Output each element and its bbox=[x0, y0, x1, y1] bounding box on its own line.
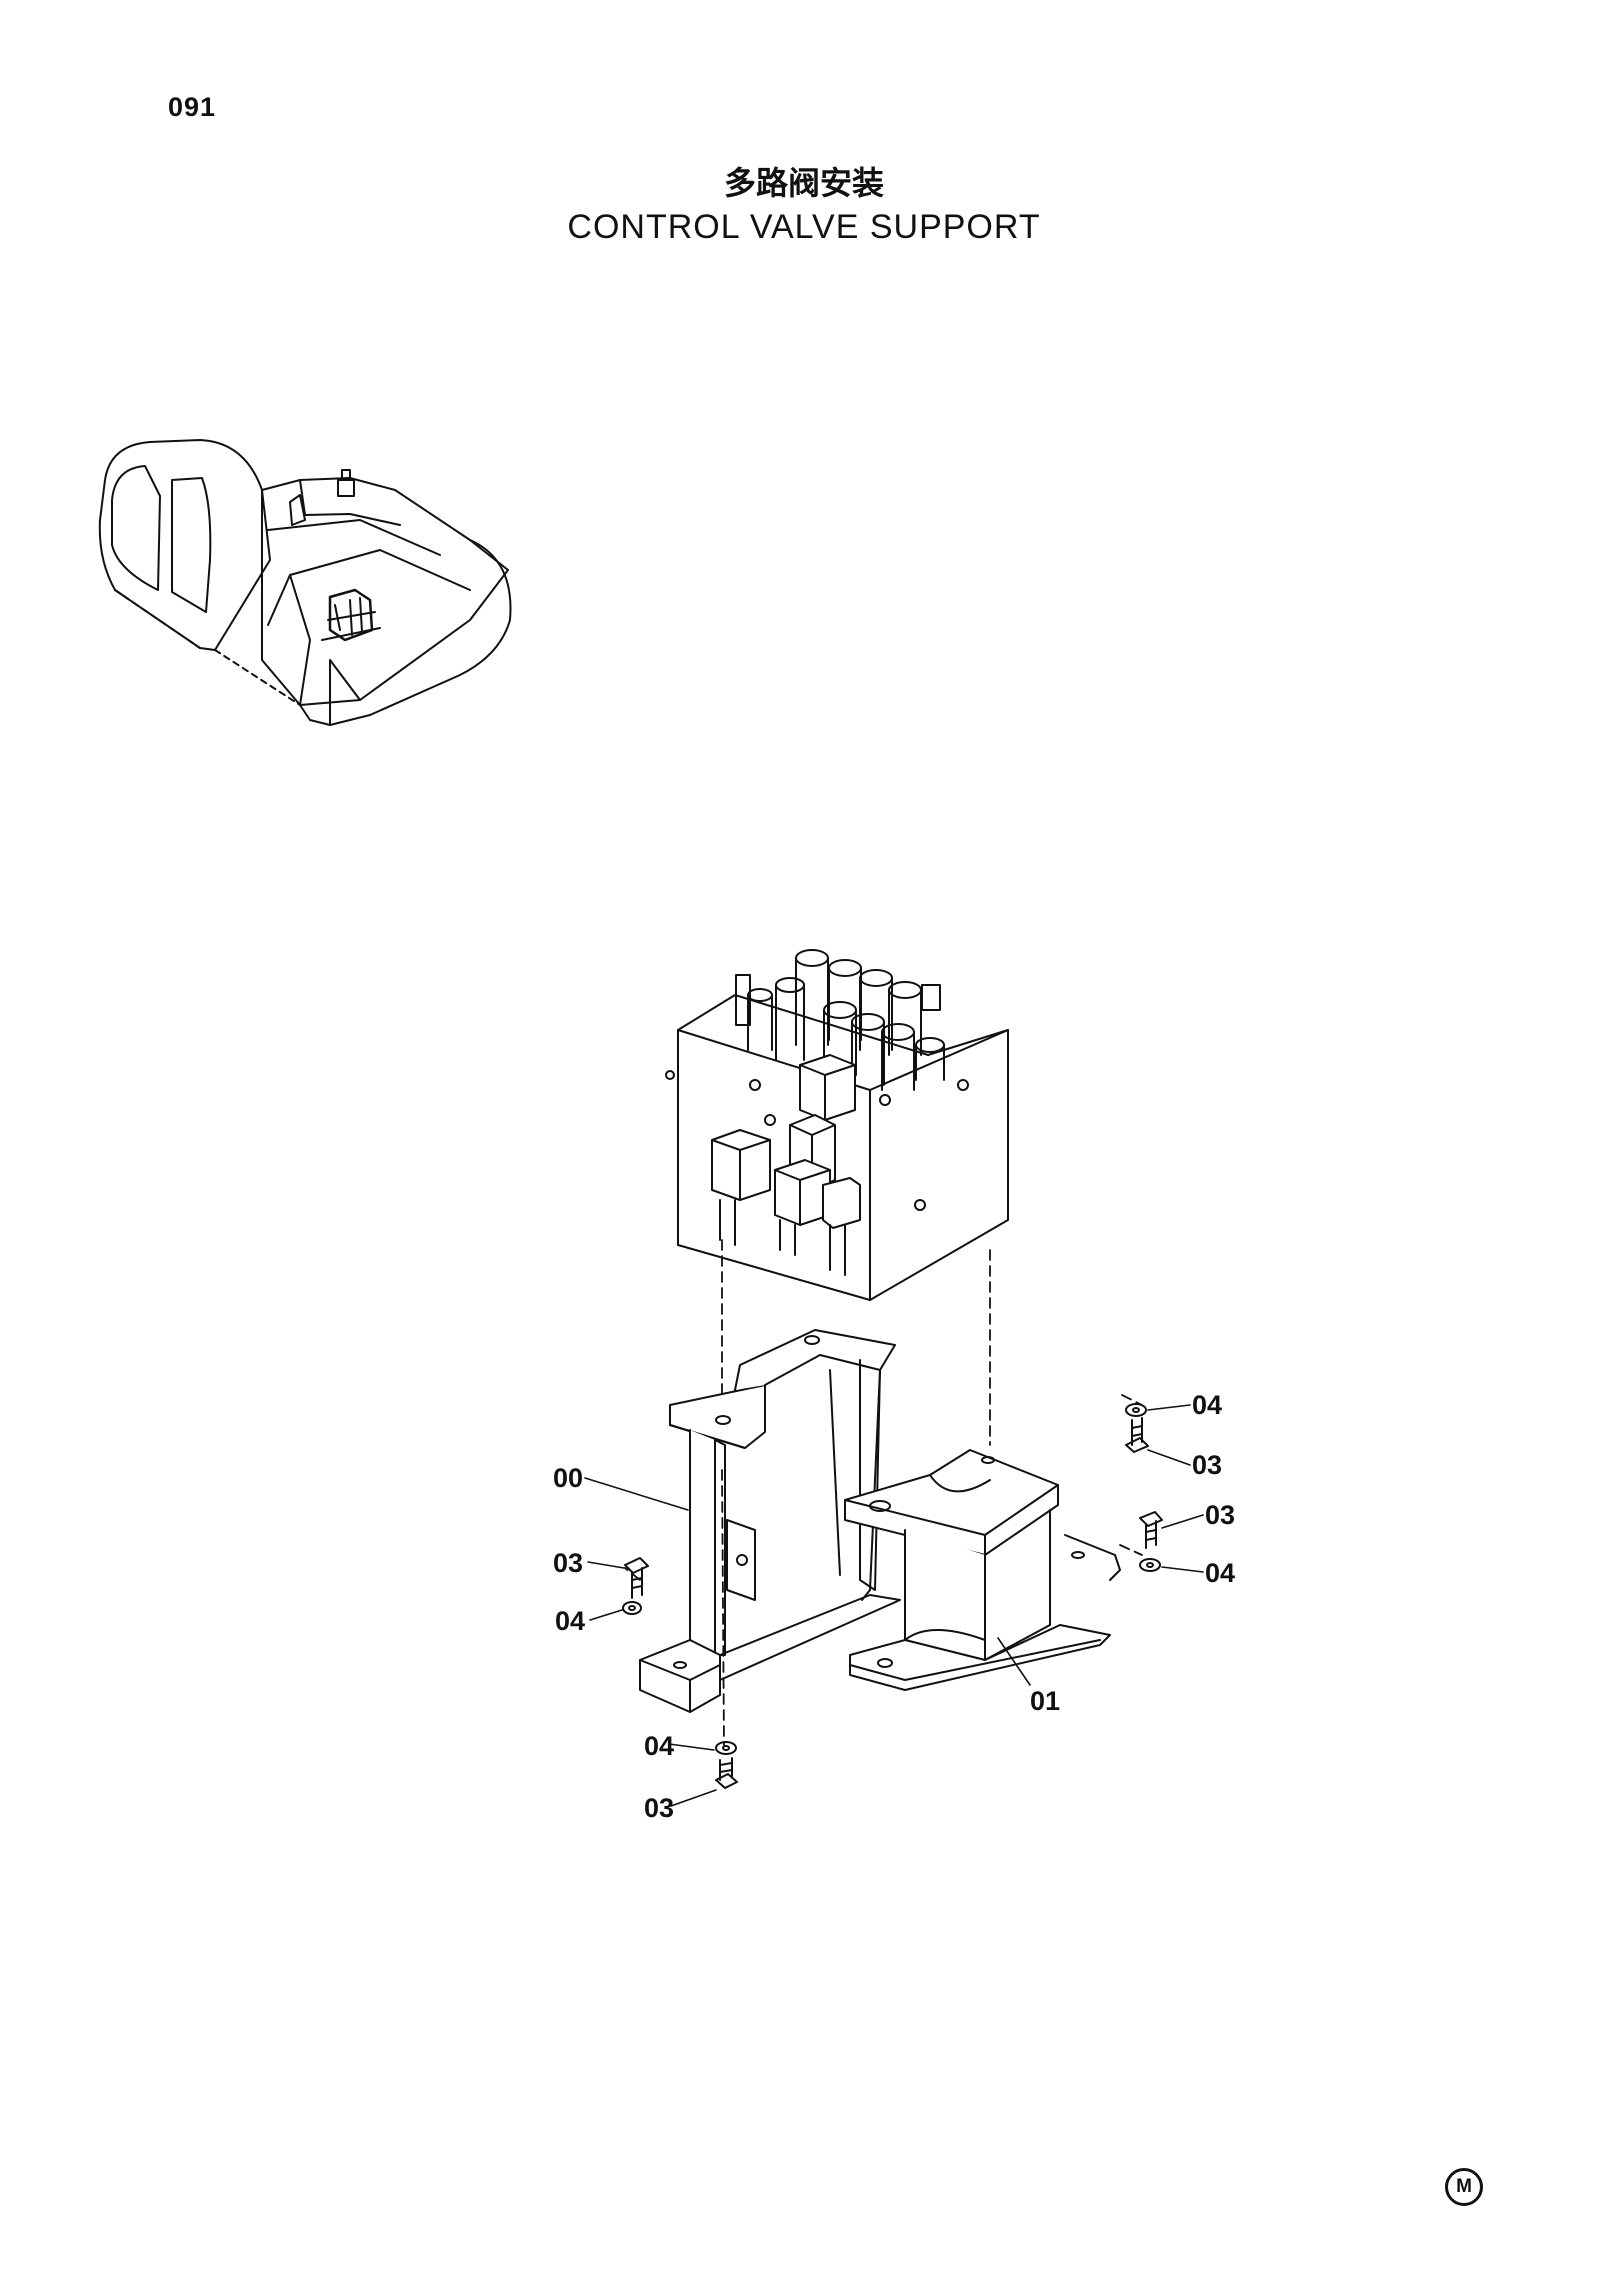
callout-04: 04 bbox=[644, 1731, 675, 1761]
callout-03: 03 bbox=[553, 1548, 584, 1578]
callout-04: 04 bbox=[555, 1606, 586, 1636]
callout-04: 04 bbox=[1205, 1558, 1236, 1588]
callout-03: 03 bbox=[1205, 1500, 1236, 1530]
bracket-01 bbox=[844, 1449, 1121, 1691]
callout-03: 03 bbox=[1192, 1450, 1223, 1480]
alignment-lines bbox=[624, 1239, 1143, 1746]
bracket-00 bbox=[639, 1329, 901, 1713]
leader-lines bbox=[584, 1404, 1204, 1807]
callout-04: 04 bbox=[1192, 1390, 1223, 1420]
page-title: CONTROL VALVE SUPPORT bbox=[567, 208, 1041, 246]
excavator-locator-illustration bbox=[98, 439, 512, 726]
control-valve bbox=[665, 949, 1009, 1301]
spool-caps bbox=[735, 949, 945, 1091]
page-number: 091 bbox=[168, 92, 217, 122]
callout-01: 01 bbox=[1030, 1686, 1061, 1716]
corner-mark: M bbox=[1445, 2168, 1483, 2206]
solenoid-valves bbox=[711, 1054, 861, 1276]
callout-00: 00 bbox=[553, 1463, 584, 1493]
washer-icons bbox=[622, 1403, 1161, 1755]
callout-03: 03 bbox=[644, 1793, 675, 1823]
bolt-icons bbox=[624, 1417, 1163, 1789]
page-title-chinese: 多路阀安装 bbox=[723, 164, 884, 202]
